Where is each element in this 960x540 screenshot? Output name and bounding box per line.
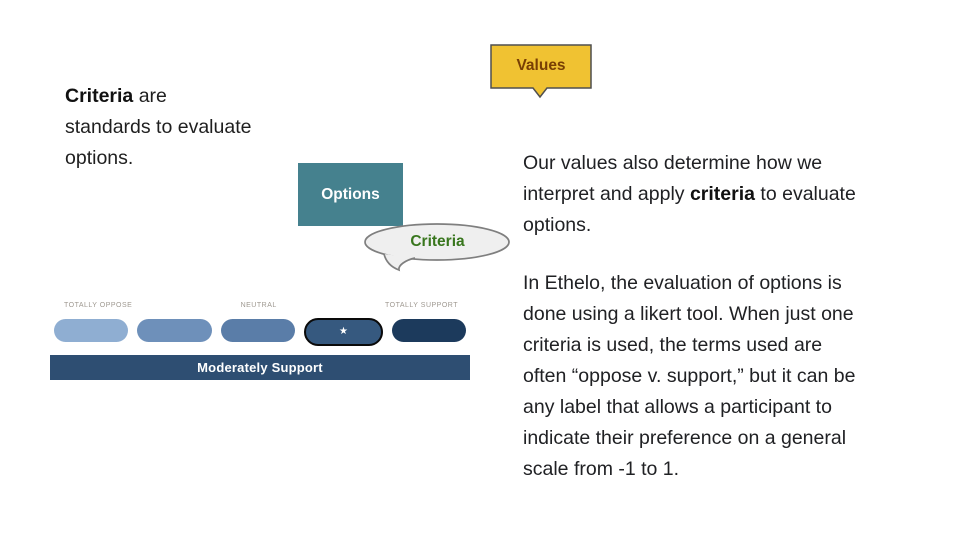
p2-line4: often “oppose v. support,” but it can be — [523, 365, 856, 387]
options-box: Options — [298, 163, 403, 226]
p2-line1: In Ethelo, the evaluation of options is — [523, 272, 842, 294]
p1-line1: Our values also determine how we — [523, 152, 823, 174]
likert-pill-2[interactable] — [137, 319, 212, 342]
values-label: Values — [516, 57, 566, 74]
likert-scale-label-oppose: TOTALLY OPPOSE — [64, 302, 133, 309]
likert-scale-labels: TOTALLY OPPOSE NEUTRAL TOTALLY SUPPORT — [50, 302, 470, 311]
criteria-definition-line1-rest: are — [133, 85, 167, 107]
criteria-speech-bubble: Criteria — [360, 217, 515, 277]
values-paragraph-1: Our values also determine how we interpr… — [523, 148, 923, 241]
criteria-definition-bold: Criteria — [65, 85, 134, 107]
criteria-bubble-ellipse — [364, 223, 510, 261]
p2-line7: scale from -1 to 1. — [523, 458, 680, 480]
criteria-bubble-tail — [383, 253, 416, 272]
values-callout-polygon — [490, 44, 592, 99]
p2-line5: any label that allows a participant to — [523, 396, 832, 418]
values-callout: Values — [490, 44, 592, 100]
criteria-bubble-label: Criteria — [410, 233, 465, 250]
values-callout-shape — [490, 44, 592, 99]
criteria-definition-line3: options. — [65, 147, 134, 169]
values-explanation: Our values also determine how we interpr… — [523, 148, 923, 485]
star-icon: ★ — [338, 326, 348, 337]
p1-line3: options. — [523, 214, 592, 236]
p1-line2-post: to evaluate — [755, 183, 856, 205]
likert-pill-1[interactable] — [54, 319, 129, 342]
likert-tool: TOTALLY OPPOSE NEUTRAL TOTALLY SUPPORT ★… — [50, 302, 470, 380]
criteria-bubble-shape — [364, 223, 510, 272]
likert-result-label: Moderately Support — [197, 360, 323, 375]
likert-scale-label-neutral: NEUTRAL — [240, 302, 277, 309]
p1-line2-pre: interpret and apply — [523, 183, 690, 205]
likert-pill-4-selected[interactable]: ★ — [304, 318, 383, 346]
p1-criteria-bold: criteria — [689, 183, 755, 205]
p2-line3: criteria is used, the terms used are — [523, 334, 823, 356]
likert-pill-row: ★ — [50, 318, 470, 346]
likert-scale-label-support: TOTALLY SUPPORT — [385, 302, 458, 309]
p2-line2: done using a likert tool. When just one — [523, 303, 854, 325]
options-label: Options — [321, 185, 380, 203]
values-paragraph-2: In Ethelo, the evaluation of options is … — [523, 268, 923, 485]
likert-pill-5[interactable] — [391, 319, 467, 342]
likert-result-bar: Moderately Support — [50, 355, 470, 380]
likert-pill-3[interactable] — [220, 319, 296, 342]
criteria-definition-line2: standards to evaluate — [65, 116, 252, 138]
p2-line6: indicate their preference on a general — [523, 427, 847, 449]
criteria-definition-text: Criteria are standards to evaluate optio… — [65, 81, 325, 174]
